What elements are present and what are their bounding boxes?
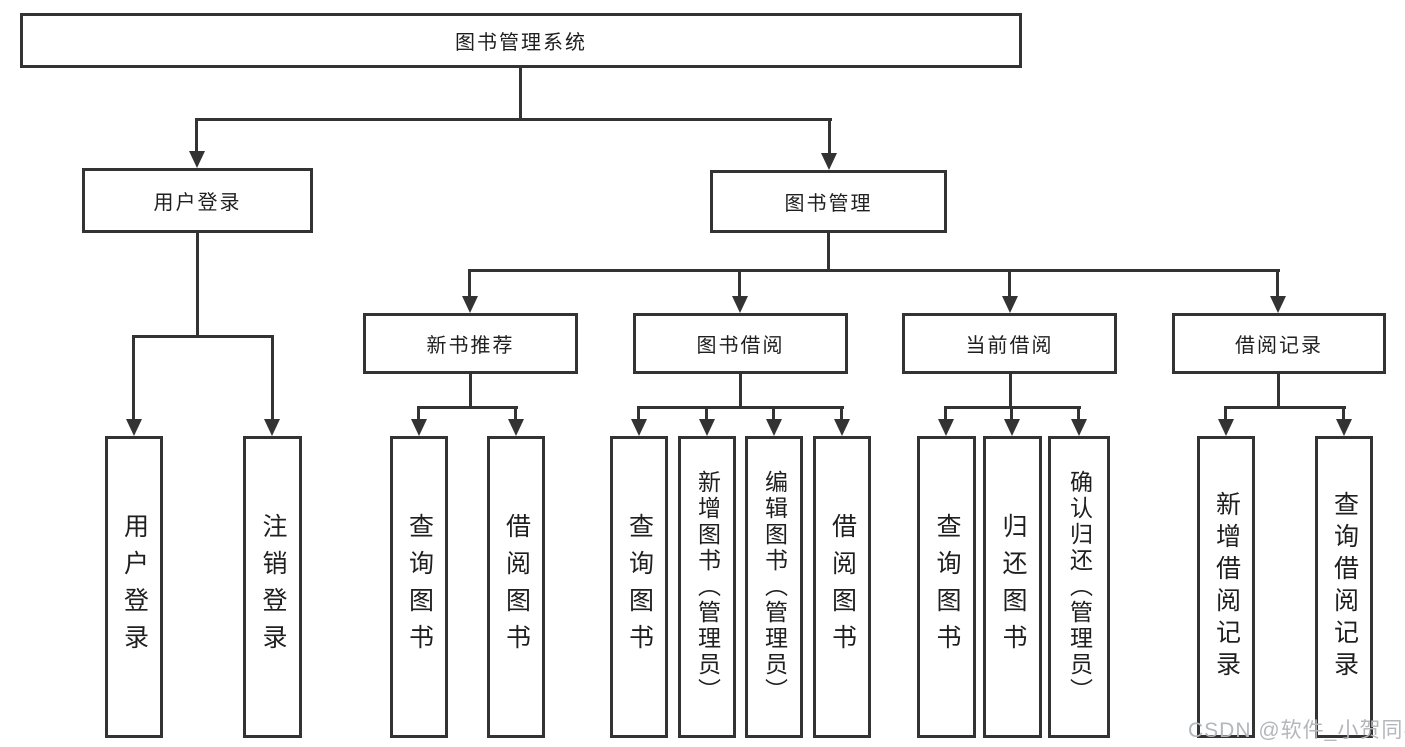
- leaf-return-books: 归还图书: [983, 436, 1042, 738]
- node-root-library-system: 图书管理系统: [20, 13, 1022, 68]
- connector-line: [739, 374, 742, 408]
- connector-line: [132, 335, 274, 338]
- node-label: 查询图书: [405, 513, 434, 661]
- arrow-down-icon: [1270, 296, 1286, 313]
- node-book-management: 图书管理: [710, 170, 947, 233]
- node-label: 归还图书: [999, 513, 1027, 661]
- leaf-add-borrow-record: 新增借阅记录: [1197, 436, 1255, 738]
- connector-line: [271, 335, 274, 421]
- connector-line: [519, 68, 522, 120]
- arrow-down-icon: [766, 419, 782, 436]
- connector-line: [196, 233, 199, 337]
- node-label: 当前借阅: [965, 335, 1054, 357]
- connector-line: [1276, 269, 1279, 298]
- node-label: 借阅图书: [828, 513, 857, 661]
- connector-line: [1008, 269, 1011, 298]
- connector-line: [840, 406, 843, 421]
- leaf-confirm-return-admin: 确认归还（管理员）: [1048, 436, 1110, 738]
- connector-line: [637, 406, 844, 409]
- node-label: 查询借阅记录: [1330, 491, 1359, 683]
- leaf-query-books-current: 查询图书: [917, 436, 976, 738]
- connector-line: [417, 406, 420, 421]
- leaf-borrow-books-recommend: 借阅图书: [487, 436, 545, 738]
- node-label: 用户登录: [153, 192, 242, 214]
- watermark: CSDN @软件_小贺同学: [1188, 719, 1405, 742]
- node-label: 图书管理: [784, 193, 873, 215]
- node-book-borrowing: 图书借阅: [633, 313, 848, 374]
- connector-line: [1224, 406, 1346, 409]
- connector-line: [1010, 406, 1013, 421]
- leaf-query-books-recommend: 查询图书: [390, 436, 448, 738]
- node-new-book-recommend: 新书推荐: [363, 313, 578, 374]
- arrow-down-icon: [1071, 419, 1087, 436]
- leaf-user-login: 用户登录: [105, 436, 163, 738]
- arrow-down-icon: [411, 419, 427, 436]
- connector-line: [468, 269, 1280, 272]
- arrow-down-icon: [1218, 419, 1234, 436]
- leaf-borrow-books: 借阅图书: [813, 436, 871, 738]
- connector-line: [772, 406, 775, 421]
- leaf-edit-books-admin: 编辑图书（管理员）: [745, 436, 803, 738]
- leaf-logout: 注销登录: [243, 436, 302, 738]
- node-label: 图书管理系统: [455, 32, 587, 54]
- leaf-query-borrow-record: 查询借阅记录: [1315, 436, 1373, 738]
- connector-line: [827, 233, 830, 271]
- connector-line: [195, 118, 198, 154]
- arrow-down-icon: [462, 296, 478, 313]
- leaf-query-books-borrow: 查询图书: [610, 436, 668, 738]
- leaf-add-books-admin: 新增图书（管理员）: [678, 436, 736, 738]
- connector-line: [132, 335, 135, 421]
- arrow-down-icon: [699, 419, 715, 436]
- arrow-down-icon: [821, 153, 837, 170]
- arrow-down-icon: [126, 419, 142, 436]
- node-label: 新书推荐: [426, 335, 515, 357]
- node-label: 新增图书（管理员）: [694, 470, 721, 704]
- node-label: 编辑图书（管理员）: [761, 470, 788, 704]
- node-borrowing-records: 借阅记录: [1172, 313, 1386, 374]
- arrow-down-icon: [189, 151, 205, 168]
- connector-line: [514, 406, 517, 421]
- connector-line: [1277, 374, 1280, 408]
- arrow-down-icon: [732, 296, 748, 313]
- connector-line: [195, 118, 832, 121]
- node-label: 借阅记录: [1235, 335, 1323, 357]
- arrow-down-icon: [1002, 296, 1018, 313]
- connector-line: [637, 406, 640, 421]
- arrow-down-icon: [1004, 419, 1020, 436]
- connector-line: [1077, 406, 1080, 421]
- node-label: 图书借阅: [696, 335, 785, 357]
- connector-line: [1224, 406, 1227, 421]
- connector-line: [468, 269, 471, 298]
- node-label: 查询图书: [933, 513, 961, 661]
- node-current-borrowing: 当前借阅: [902, 313, 1117, 374]
- connector-line: [417, 406, 518, 409]
- connector-line: [1009, 374, 1012, 408]
- arrow-down-icon: [264, 419, 280, 436]
- connector-line: [469, 374, 472, 408]
- connector-line: [828, 118, 831, 156]
- node-label: 查询图书: [625, 513, 654, 661]
- connector-line: [738, 269, 741, 298]
- connector-line: [944, 406, 947, 421]
- node-user-login: 用户登录: [82, 168, 313, 233]
- arrow-down-icon: [508, 419, 524, 436]
- connector-line: [1342, 406, 1345, 421]
- arrow-down-icon: [834, 419, 850, 436]
- arrow-down-icon: [1336, 419, 1352, 436]
- connector-line: [705, 406, 708, 421]
- node-label: 注销登录: [259, 513, 287, 661]
- node-label: 新增借阅记录: [1212, 491, 1241, 683]
- node-label: 借阅图书: [502, 513, 531, 661]
- arrow-down-icon: [938, 419, 954, 436]
- node-label: 用户登录: [120, 513, 149, 661]
- arrow-down-icon: [631, 419, 647, 436]
- node-label: 确认归还（管理员）: [1066, 470, 1093, 704]
